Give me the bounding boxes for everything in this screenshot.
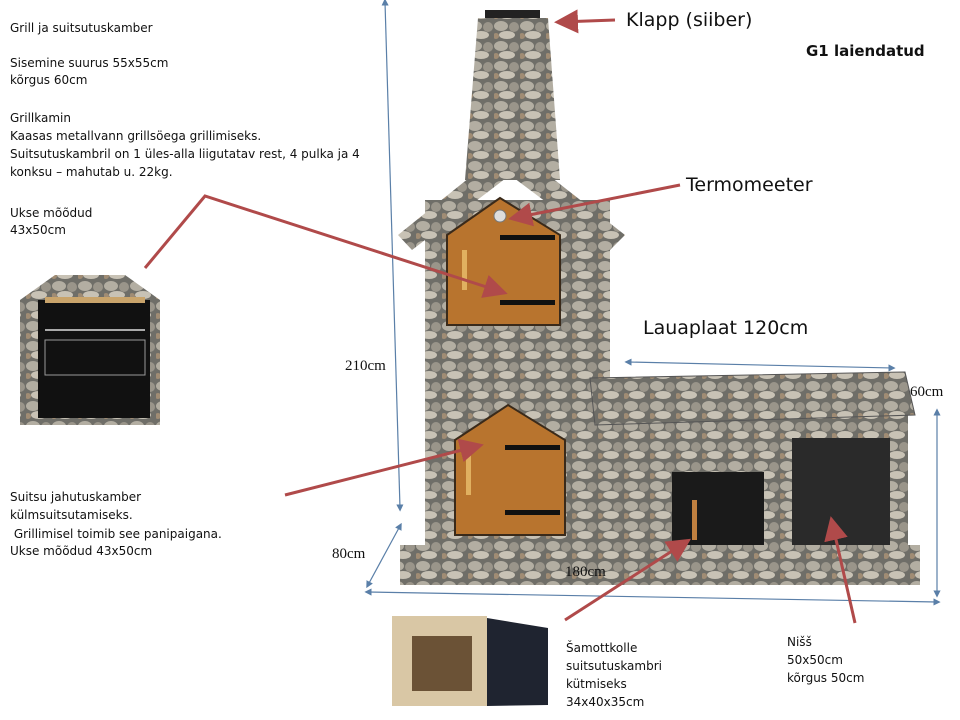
chimney (465, 10, 560, 180)
left-heading: Grill ja suitsutuskamber (10, 21, 153, 35)
countertop-label: Lauaplaat 120cm (643, 317, 809, 339)
thermometer-icon (493, 209, 507, 223)
desc-line-3: konksu – mahutab u. 22kg. (10, 165, 173, 179)
inner-height: kõrgus 60cm (10, 73, 88, 87)
base (400, 545, 920, 585)
upper-door-handle (462, 250, 467, 290)
model-title: G1 laiendatud (806, 42, 925, 60)
damper-cap (485, 10, 540, 20)
door-size: 43x50cm (10, 223, 66, 237)
cooling-line-3: Grillimisel toimib see panipaigana. (10, 527, 222, 541)
countertop (589, 371, 916, 426)
cooling-line-2: külmsuitsutamiseks. (10, 508, 133, 522)
desc-line-1: Kaasas metallvann grillsöega grillimisek… (10, 129, 262, 143)
niche-line-3: kõrgus 50cm (787, 671, 865, 685)
grill-chamber-arrow (143, 194, 508, 298)
firebox-arrow (564, 538, 692, 622)
niche-arrow (824, 516, 857, 624)
damper-arrow (554, 9, 616, 34)
door-label: Ukse mõõdud (10, 206, 93, 220)
smoking-tower (398, 145, 625, 550)
cooling-line-4: Ukse mõõdud 43x50cm (10, 544, 153, 558)
counter-section (400, 371, 920, 585)
niche-line-2: 50x50cm (787, 653, 843, 667)
firebox-line-1: Šamottkolle (566, 641, 638, 655)
depth-dimension: 80cm (332, 546, 366, 562)
desc-line-2: Suitsutuskambril on 1 üles-alla liigutat… (10, 147, 360, 161)
cooling-line-1: Suitsu jahutuskamber (10, 490, 142, 504)
lower-door-handle (466, 455, 471, 495)
firebox-door (672, 472, 764, 557)
cooling-chamber-arrow (284, 438, 484, 497)
thermometer-label: Termomeeter (686, 174, 813, 196)
height-dimension-line (381, 0, 404, 512)
depth-dimension-line (366, 522, 402, 589)
firebox-line-4: 34x40x35cm (566, 695, 645, 709)
damper-label: Klapp (siiber) (626, 9, 753, 31)
upper-door (446, 196, 561, 326)
firebox-photo (392, 616, 548, 706)
width-dimension: 180cm (565, 564, 606, 580)
height-dimension: 210cm (345, 358, 386, 374)
lower-door (454, 403, 566, 536)
inner-size: Sisemine suurus 55x55cm (10, 56, 169, 70)
callout-arrows (143, 9, 857, 624)
counter-depth-dimension: 60cm (910, 384, 944, 400)
countertop-dimension-line (624, 358, 896, 372)
grill-chamber-photo (20, 275, 160, 425)
dimension-lines (364, 0, 941, 606)
firebox-line-2: suitsutuskambri (566, 659, 662, 673)
grillkamin-heading: Grillkamin (10, 111, 71, 125)
firebox-line-3: kütmiseks (566, 677, 627, 691)
niche (792, 438, 890, 548)
width-dimension-line (364, 588, 941, 606)
niche-line-1: Nišš (787, 635, 812, 649)
thermometer-arrow (508, 183, 681, 227)
